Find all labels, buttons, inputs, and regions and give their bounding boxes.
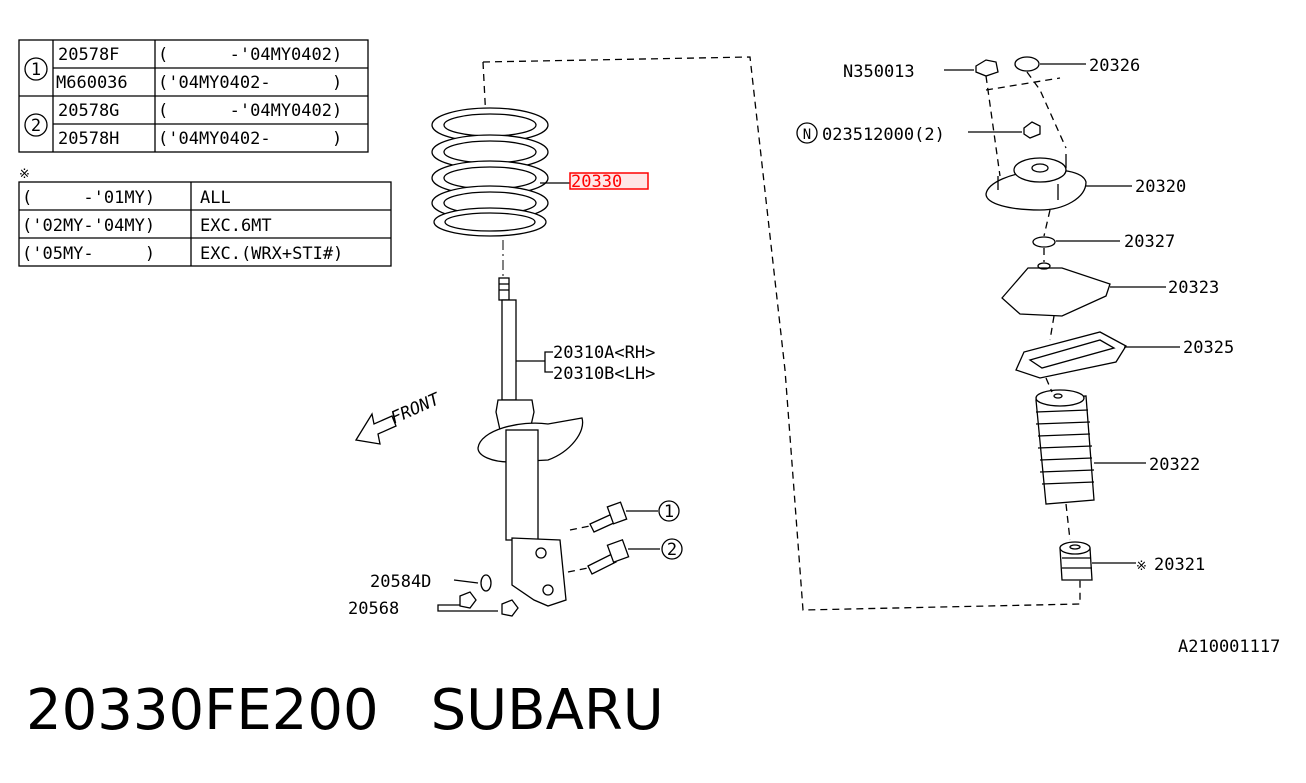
- table-cell-part: 20578H: [58, 129, 119, 149]
- applicability-table: ※ ( -'01MY) ALL ('02MY-'04MY) EXC.6MT ('…: [18, 167, 392, 267]
- cap-label[interactable]: 20326: [1089, 56, 1140, 76]
- brand-name: SUBARU: [430, 678, 664, 743]
- table-cell-part: 20578G: [58, 101, 119, 121]
- n-nut-label[interactable]: 023512000(2): [822, 125, 945, 145]
- highlight-box: [569, 172, 649, 190]
- table-cell-range: ( -'04MY0402): [158, 45, 342, 65]
- bumper-note-mark: ※: [1136, 559, 1147, 574]
- washer: [480, 574, 492, 592]
- n-mark-icon: [796, 122, 818, 144]
- nut-label[interactable]: 20568: [348, 599, 399, 619]
- bolt-1: [569, 501, 628, 533]
- table-row-num: 1: [31, 60, 41, 80]
- table-cell-part: M660036: [56, 73, 128, 93]
- table-cell-range: ('04MY0402- ): [158, 129, 342, 149]
- callout-1-label[interactable]: 1: [664, 502, 674, 522]
- note-cell-applies: ALL: [200, 188, 231, 208]
- callout-circle-2: [661, 538, 683, 560]
- rubber-label[interactable]: 20325: [1183, 338, 1234, 358]
- strut-lh-label[interactable]: 20310B<LH>: [553, 364, 655, 384]
- bumper-label[interactable]: 20321: [1154, 555, 1205, 575]
- table-cell-part: 20578F: [58, 45, 119, 65]
- callout-circle-1: [24, 57, 48, 81]
- bolt-2: [567, 538, 630, 575]
- note-cell-applies: EXC.6MT: [200, 216, 272, 236]
- boot-label[interactable]: 20322: [1149, 455, 1200, 475]
- strut-assembly: [477, 240, 584, 607]
- table-cell-range: ( -'04MY0402): [158, 101, 342, 121]
- strut-rh-label[interactable]: 20310A<RH>: [553, 343, 655, 363]
- callout-2-label[interactable]: 2: [667, 540, 677, 560]
- front-arrow-icon: [354, 412, 397, 445]
- nut: [501, 599, 519, 617]
- callout-circle-2: [24, 113, 48, 137]
- bearing-label[interactable]: 20327: [1124, 232, 1175, 252]
- upper-mount-stack: [944, 56, 1180, 581]
- note-cell-range: ('02MY-'04MY): [22, 216, 155, 236]
- top-nut-label[interactable]: N350013: [843, 62, 915, 82]
- spring-label[interactable]: 20330: [571, 172, 622, 192]
- nut: [459, 591, 477, 609]
- note-cell-range: ('05MY- ): [22, 244, 155, 264]
- bolt-variant-table: 1 2 20578F ( -'04MY0402) M660036 ('04MY0…: [18, 39, 369, 153]
- table-cell-range: ('04MY0402- ): [158, 73, 342, 93]
- washer-label[interactable]: 20584D: [370, 572, 431, 592]
- note-cell-range: ( -'01MY): [22, 188, 155, 208]
- part-number: 20330FE200: [26, 678, 379, 743]
- callout-circle-1: [658, 500, 680, 522]
- seat-label[interactable]: 20323: [1168, 278, 1219, 298]
- table-row-num: 2: [31, 116, 41, 136]
- mount-label[interactable]: 20320: [1135, 177, 1186, 197]
- drawing-number: A210001117: [1178, 637, 1280, 657]
- n-mark: N: [803, 127, 811, 143]
- note-cell-applies: EXC.(WRX+STI#): [200, 244, 343, 264]
- coil-spring: [431, 107, 549, 237]
- front-label: FRONT: [388, 389, 444, 429]
- note-mark: ※: [19, 167, 30, 182]
